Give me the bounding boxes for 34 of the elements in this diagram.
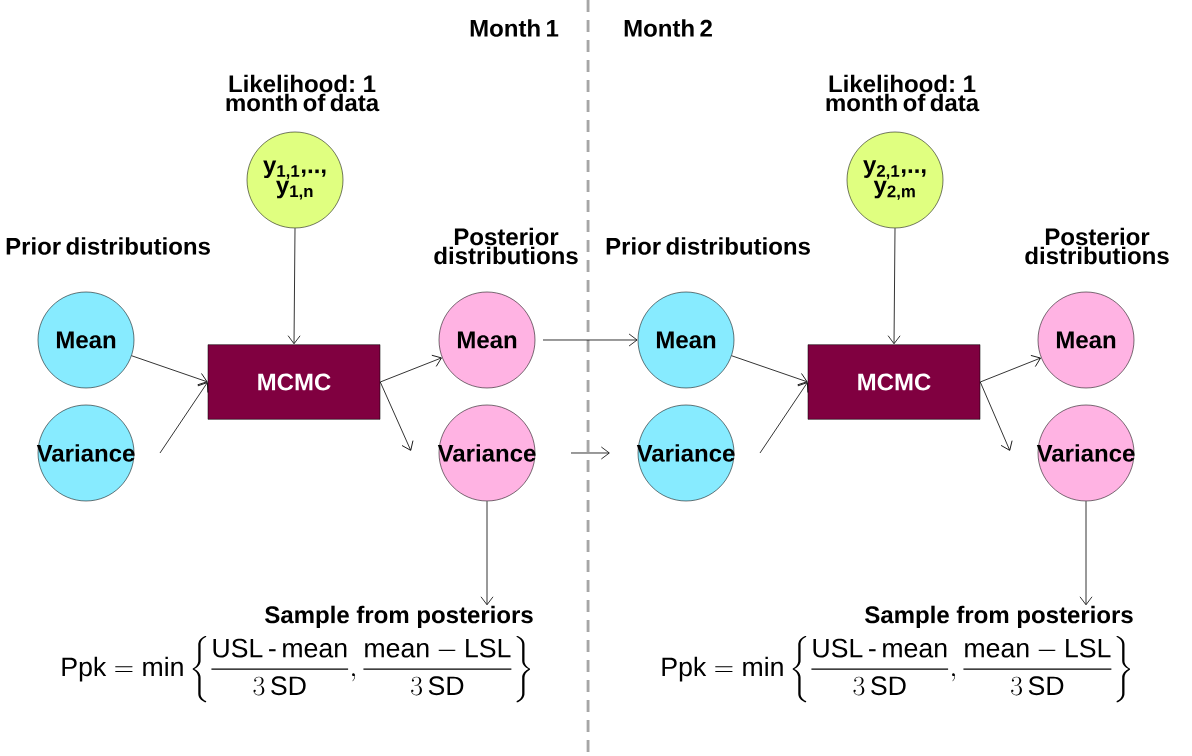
column-heading: Prior distributions — [606, 237, 810, 255]
circle-node: Variance — [437, 404, 536, 502]
arrow — [131, 355, 208, 386]
arrow — [480, 500, 494, 606]
circle-node: Variance — [36, 404, 135, 502]
circle-node: Mean — [1037, 291, 1135, 389]
arrow — [731, 355, 808, 386]
circle-node: Mean — [37, 291, 135, 389]
circle-node: Mean — [438, 291, 536, 389]
arrow — [887, 227, 901, 345]
column-heading: Posterior distributions — [1025, 227, 1169, 265]
circle-node: Mean — [637, 291, 735, 389]
node-caption: Likelihood: 1 month of data — [226, 74, 380, 112]
column-heading: Prior distributions — [6, 237, 210, 255]
arrow — [570, 446, 610, 460]
arrow — [379, 381, 414, 451]
month-heading: Month 2 — [624, 19, 712, 37]
node-caption: Likelihood: 1 month of data — [826, 74, 980, 112]
arrow — [979, 381, 1013, 451]
arrow — [1079, 500, 1093, 606]
arrow — [379, 354, 442, 383]
arrow — [159, 382, 209, 454]
month-heading: Month 1 — [470, 19, 559, 37]
process-box: MCMC — [207, 344, 381, 420]
process-box: MCMC — [807, 344, 981, 420]
arrow — [759, 382, 809, 454]
circle-node: Variance — [1036, 404, 1135, 502]
arrow — [542, 333, 638, 347]
arrow — [287, 227, 301, 345]
circle-node: Variance — [636, 404, 735, 502]
arrow — [979, 355, 1041, 383]
column-heading: Posterior distributions — [434, 227, 578, 265]
formula-text: Sample from posteriors $\mathrm{Ppk}=\min\left\{\frac{\mathrm{USL\,\text{-}\,mean}}{3\,\mathrm{SD}},\frac{\mathrm{mean}-\mathrm{LSL}}{3\,\mathrm{SD}}\right\}$ — [662, 605, 1133, 703]
formula-text: Sample from posteriors $\mathrm{Ppk}=\min\left\{\frac{\mathrm{USL\,\text{-}\,mean}}{3\,\mathrm{SD}},\frac{\mathrm{mean}-\mathrm{LSL}}{3\,\mathrm{SD}}\right\}$ — [62, 605, 533, 703]
